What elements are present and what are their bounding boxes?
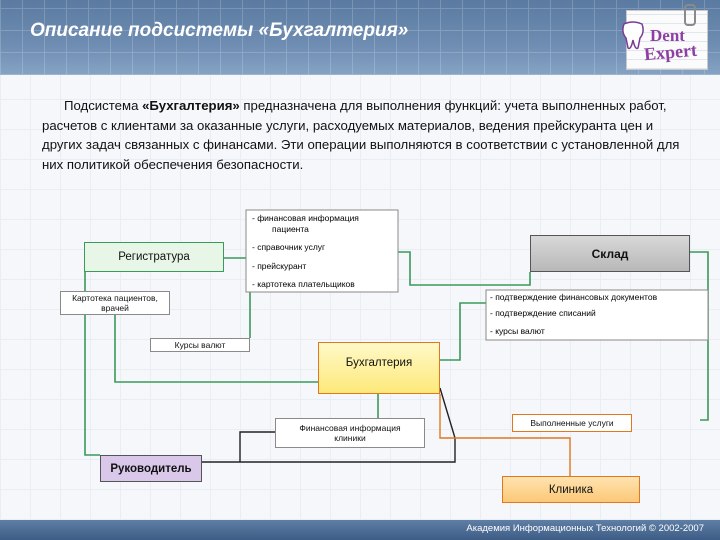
connector-klinika-to-buhgalteria [439,394,571,476]
connector-registratura-to-rukovoditel [84,271,100,456]
node-exchange-rates-label: Курсы валют [174,340,226,350]
label-box-fin-info-patient [245,209,399,293]
header-grid-decoration [0,0,720,75]
node-completed-services: Выполненные услуги [512,414,632,432]
node-sklad: Склад [530,235,690,272]
header-bar: Описание подсистемы «Бухгалтерия» Dent E… [0,0,720,75]
node-sklad-label: Склад [591,246,629,261]
intro-rest: предназначена для выполнения функций: уч… [42,98,680,172]
label-exchange-rates-right: - курсы валют [490,326,545,336]
label-price-list-services: - справочник услуг [252,242,326,252]
label-price-list: - прейскурант [252,261,307,271]
paper-clip-icon [684,4,696,26]
connector-fin-docs-to-buhgalteria [440,302,486,361]
footer-copyright: Академия Информационных Технологий © 200… [466,523,704,534]
node-fin-info-clinic-label: Финансовая информация клиники [299,423,401,443]
label-fin-info-patient-2: пациента [272,224,309,234]
node-card-patients-label: Картотека пациентов, врачей [72,293,158,313]
intro-emphasis: «Бухгалтерия» [142,98,240,113]
node-exchange-rates: Курсы валют [150,338,250,352]
node-registratura: Регистратура [84,242,224,272]
logo-text-dent: Dent [650,26,685,45]
connector-fin-info-line [239,431,275,462]
label-payers-card: - картотека плательщиков [252,279,355,289]
intro-lead: Подсистема [64,98,143,113]
node-completed-services-label: Выполненные услуги [530,418,614,428]
node-buhgalteria-label: Бухгалтерия [345,357,413,369]
node-klinika: Клиника [502,476,640,503]
node-buhgalteria: Бухгалтерия [318,342,440,394]
page-title: Описание подсистемы «Бухгалтерия» [30,20,409,41]
node-registratura-label: Регистратура [118,251,190,263]
connector-label-to-sklad [398,251,531,286]
label-box-confirmations [485,289,709,341]
tooth-icon [622,21,644,50]
connector-kartoteka-to-buhgalteria [114,315,318,383]
node-fin-info-clinic: Финансовая информация клиники [275,418,425,448]
node-klinika-label: Клиника [548,483,594,496]
node-rukovoditel: Руководитель [100,455,202,482]
label-confirm-fin-docs: - подтверждение финансовых документов [490,292,658,302]
connector-buhgalteria-to-rukovoditel [202,387,456,463]
label-confirm-writeoffs: - подтверждение списаний [490,308,596,318]
dent-expert-logo: Dent Expert [612,4,712,72]
node-card-patients: Картотека пациентов, врачей [60,291,170,315]
intro-paragraph: Подсистема «Бухгалтерия» предназначена д… [42,96,682,174]
footer-bar: Академия Информационных Технологий © 200… [0,520,720,540]
label-fin-info-patient-1: - финансовая информация [252,213,359,223]
node-rukovoditel-label: Руководитель [110,462,192,475]
